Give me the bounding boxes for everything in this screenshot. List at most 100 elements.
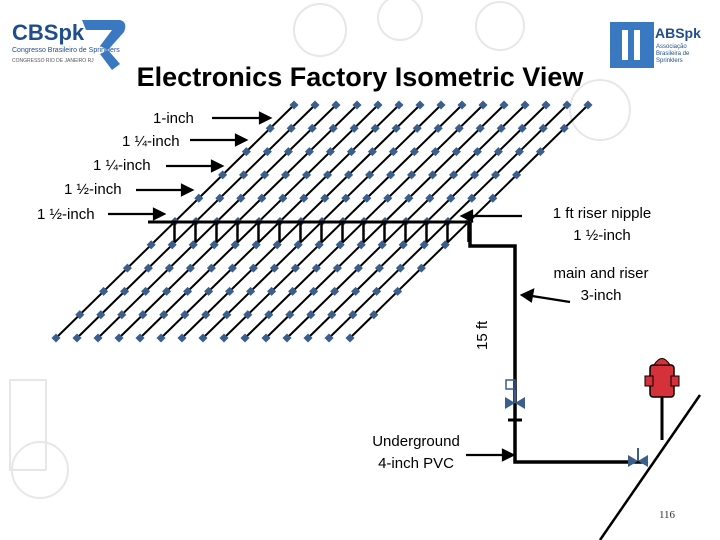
sprinkler-head-icon (96, 310, 106, 320)
sprinkler-head-icon (341, 193, 351, 203)
sprinkler-head-icon (167, 240, 177, 250)
sprinkler-head-icon (446, 193, 456, 203)
sprinkler-head-icon (198, 333, 208, 343)
sprinkler-head-icon (325, 147, 335, 157)
sprinkler-head-icon (177, 333, 187, 343)
sprinkler-head-icon (156, 333, 166, 343)
sprinkler-head-icon (451, 147, 461, 157)
sprinkler-head-icon (425, 193, 435, 203)
cbspk-logo-subtitle: Congresso Brasileiro de Sprinklers (12, 47, 120, 54)
cbspk-logo: CBSpk Congresso Brasileiro de Sprinklers… (12, 20, 126, 70)
sprinkler-head-icon (383, 193, 393, 203)
sprinkler-head-icon (99, 286, 109, 296)
sprinkler-head-icon (159, 310, 169, 320)
sprinkler-head-icon (478, 100, 488, 110)
sprinkler-head-icon (230, 240, 240, 250)
sprinkler-head-icon (164, 263, 174, 273)
sprinkler-head-icon (409, 147, 419, 157)
main-riser-label-1: main and riser (553, 265, 648, 282)
sprinkler-head-icon (206, 263, 216, 273)
sprinkler-head-icon (146, 240, 156, 250)
underground-label-1: Underground (372, 433, 460, 450)
sprinkler-head-icon (120, 286, 130, 296)
riser-pipe (468, 222, 645, 464)
abspk-icon (610, 22, 654, 68)
sprinkler-head-icon (262, 147, 272, 157)
branch-label-2: 1 ¼-inch (122, 133, 180, 150)
riser-nipple-label-1: 1 ft riser nipple (553, 205, 651, 222)
sprinkler-head-icon (496, 123, 506, 133)
abspk-subtitle-2: Brasileira de (656, 51, 690, 57)
sprinkler-head-icon (304, 147, 314, 157)
sprinkler-head-icon (201, 310, 211, 320)
sprinkler-head-icon (349, 123, 359, 133)
sprinkler-head-icon (512, 170, 522, 180)
page-number: 116 (659, 509, 676, 521)
sprinkler-head-icon (394, 100, 404, 110)
sprinkler-head-icon (454, 123, 464, 133)
sprinkler-head-icon (257, 193, 267, 203)
sprinkler-head-icon (265, 123, 275, 133)
sprinkler-head-icon (391, 123, 401, 133)
sprinkler-head-icon (138, 310, 148, 320)
sprinkler-head-icon (75, 310, 85, 320)
sprinkler-head-icon (328, 123, 338, 133)
page-title: Electronics Factory Isometric View (137, 62, 585, 92)
sprinkler-head-icon (362, 193, 372, 203)
sprinkler-head-icon (248, 263, 258, 273)
branch-label-1: 1-inch (153, 110, 194, 127)
sprinkler-head-icon (236, 193, 246, 203)
branch-label-4: 1 ½-inch (64, 181, 122, 198)
cbspk-logo-tagline: CONGRESSO RIO DE JANEIRO RJ (12, 58, 94, 64)
abspk-subtitle-1: Associação (656, 44, 687, 50)
sprinkler-head-icon (143, 263, 153, 273)
riser-valve-icon (505, 390, 525, 409)
sprinkler-head-icon (367, 147, 377, 157)
sprinkler-head-icon (346, 147, 356, 157)
sprinkler-head-icon (388, 147, 398, 157)
sprinkler-head-icon (185, 263, 195, 273)
main-riser (468, 222, 702, 540)
fire-hydrant-icon (644, 358, 680, 398)
sprinkler-head-icon (286, 123, 296, 133)
flow-switch-icon (505, 379, 516, 390)
sprinkler-head-icon (278, 193, 288, 203)
branch-label-5: 1 ½-inch (37, 206, 95, 223)
sprinkler-head-icon (472, 147, 482, 157)
sprinkler-head-icon (457, 100, 467, 110)
sprinkler-head-icon (219, 333, 229, 343)
sprinkler-head-icon (194, 193, 204, 203)
sprinkler-head-icon (188, 240, 198, 250)
underground-valve-icon (628, 448, 648, 467)
sprinkler-head-icon (373, 100, 383, 110)
sprinkler-head-icon (320, 193, 330, 203)
sprinkler-head-icon (467, 193, 477, 203)
sprinkler-head-icon (135, 333, 145, 343)
branch-label-3: 1 ¼-inch (93, 157, 151, 174)
sprinkler-head-icon (488, 193, 498, 203)
sprinkler-head-icon (289, 100, 299, 110)
sprinkler-head-icon (499, 100, 509, 110)
height-label: 15 ft (474, 320, 491, 350)
sprinkler-head-icon (215, 193, 225, 203)
underground-pipe (598, 394, 702, 540)
cbspk-sprinkler-icon (82, 20, 126, 70)
abspk-subtitle-3: Sprinklers (656, 58, 683, 64)
sprinkler-head-icon (283, 147, 293, 157)
cbspk-logo-name: CBSpk (12, 20, 85, 45)
sprinkler-head-icon (493, 147, 503, 157)
abspk-logo: ABSpk Associação Brasileira de Sprinkler… (610, 22, 701, 68)
sprinkler-head-icon (307, 123, 317, 133)
sprinkler-head-icon (404, 193, 414, 203)
abspk-logo-name: ABSpk (655, 25, 701, 41)
cross-main (148, 220, 470, 242)
sprinkler-head-icon (299, 193, 309, 203)
sprinkler-head-icon (227, 263, 237, 273)
branch-lines (51, 100, 593, 343)
sprinkler-head-icon (209, 240, 219, 250)
sprinkler-head-icon (331, 100, 341, 110)
sprinkler-head-icon (433, 123, 443, 133)
sprinkler-head-icon (412, 123, 422, 133)
sprinkler-head-icon (352, 100, 362, 110)
